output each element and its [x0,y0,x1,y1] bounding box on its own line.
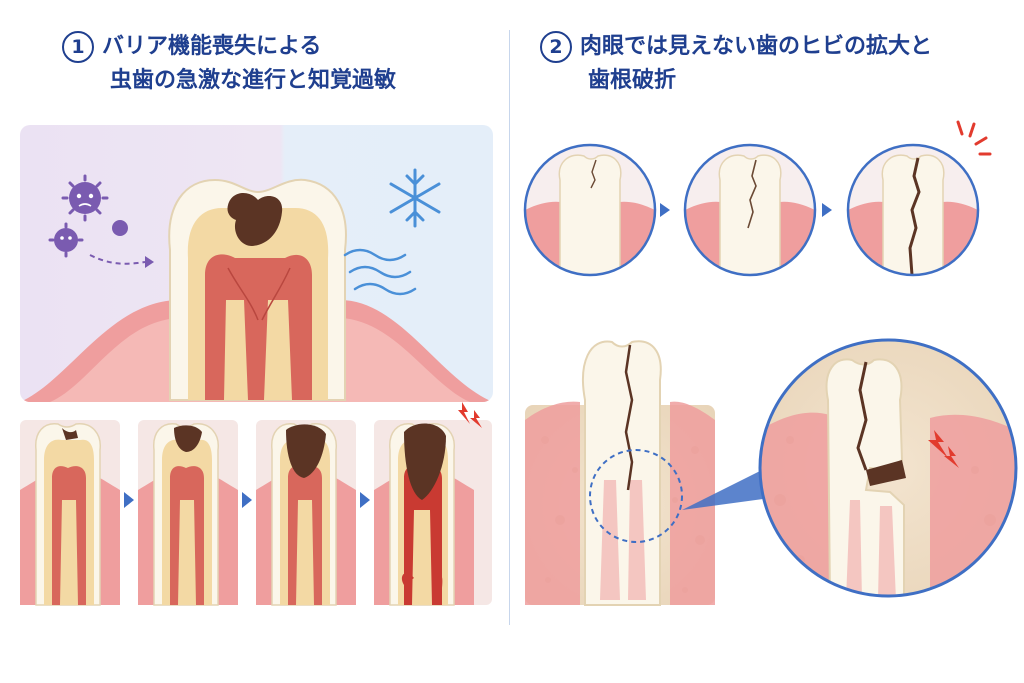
crack-stage-3 [846,120,992,277]
pulp [205,254,312,400]
decay-main-scene [20,125,493,402]
snowflake-icon [389,168,441,228]
decay-stage-4 [374,402,492,606]
panel1-number: 1 [62,31,94,63]
crack-stage-2 [683,143,817,277]
fracture-gap [866,460,906,486]
decay-cavity [227,193,283,246]
decay-progression [20,402,492,606]
panel1-title-line1: バリア機能喪失による [102,34,322,59]
invasion-arrow [89,254,146,265]
arrow-right-icon [242,492,252,508]
bacteria-icon [48,174,128,258]
crack-line [856,361,868,471]
arrow-right-icon [822,203,832,217]
zoom-pointer [682,470,770,510]
panel1-title-line2: 虫歯の急激な進行と知覚過敏 [110,68,397,93]
arrow-right-icon [360,492,370,508]
decay-stage-2 [138,420,238,606]
panel2-title-line1: 肉眼では見えない歯のヒビの拡大と [580,34,933,59]
arrow-right-icon [124,492,134,508]
gum [525,401,715,605]
decay-stage-3 [256,420,356,606]
pain-icon [458,402,482,428]
crack-line [624,344,634,491]
pain-icon [928,430,959,468]
tooth [582,340,662,606]
panel1-heading: 1 バリア機能喪失による 虫歯の急激な進行と知覚過敏 [62,30,396,98]
pain-icon [956,120,992,156]
panel-divider [509,30,510,625]
decay-stage-1 [20,420,120,606]
arrow-right-icon [660,203,670,217]
crack-line [590,159,597,189]
crack-stage-1 [523,143,657,277]
panel2-number: 2 [540,31,572,63]
crack-line [908,157,921,275]
crack-line [747,159,757,229]
magnified-view [758,338,1018,598]
cold-waves-icon [343,248,417,296]
crack-progression [523,120,992,277]
panel2-title-line2: 歯根破折 [588,68,677,93]
panel2-heading: 2 肉眼では見えない歯のヒビの拡大と 歯根破折 [540,30,932,98]
root-fracture-scene [525,338,1018,606]
magnify-target [589,449,683,543]
